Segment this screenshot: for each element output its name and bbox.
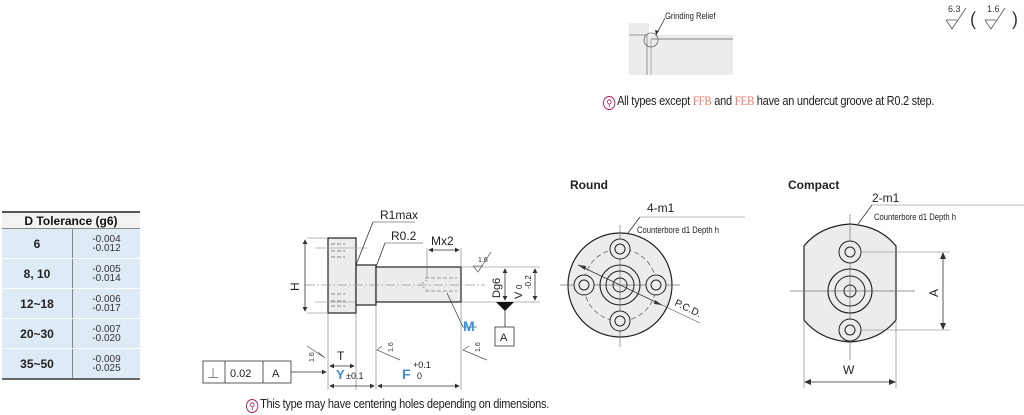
centering-note-text: This type may have centering holes depen…: [260, 397, 550, 411]
size-cell: 35~50: [2, 348, 73, 380]
tolerance-lower: -0.025: [92, 362, 121, 374]
counterbore-hole: [838, 318, 862, 342]
finish-value-top: 1.6: [478, 257, 488, 264]
centering-note: ⚲This type may have centering holes depe…: [246, 397, 549, 413]
undercut-note-prefix: All types except: [617, 94, 693, 108]
perpendicularity-icon: ⊥: [207, 365, 219, 381]
code-ffb: FFB: [692, 94, 712, 108]
dim-dg6: Dg6: [491, 278, 503, 298]
round-view-title: Round: [570, 178, 608, 192]
perpendicularity-datum: A: [272, 368, 280, 380]
size-cell: 8, 10: [2, 258, 73, 289]
finish-check-icon-main: [945, 7, 967, 30]
undercut-note-suffix: have an undercut groove at R0.2 step.: [754, 94, 935, 108]
finish-secondary-value: 1.6: [987, 4, 1000, 14]
d-tolerance-table: D Tolerance (g6) 6 -0.004-0.012 8, 10 -0…: [2, 211, 140, 380]
pcd-label: P.C.D.: [673, 298, 703, 320]
round-holes-label: 4-m1: [647, 201, 675, 215]
tolerance-upper: -0.006: [92, 293, 121, 305]
tolerance-cell: -0.005-0.014: [72, 258, 140, 289]
dim-w: W: [843, 363, 855, 377]
label-r1max: R1max: [380, 208, 418, 222]
counterbore-hole: [645, 274, 667, 296]
table-row: 20~30 -0.007-0.020: [2, 318, 140, 349]
grinding-relief-label: Grinding Relief: [665, 10, 716, 21]
table-row: 12~18 -0.006-0.017: [2, 288, 140, 319]
dim-y-tol: ±0.1: [346, 371, 363, 381]
table-row: 35~50 -0.009-0.025: [2, 348, 140, 380]
label-mx2: Mx2: [431, 234, 454, 248]
dim-f: F: [402, 366, 411, 382]
dim-v-tol-lower: -0.2: [524, 275, 533, 289]
finish-value-right: 1.6: [475, 342, 482, 352]
tolerance-cell: -0.007-0.020: [72, 318, 140, 349]
datum-a-label: A: [500, 332, 508, 344]
tolerance-lower: -0.020: [92, 332, 121, 344]
perpendicularity-value: 0.02: [230, 368, 251, 380]
compact-holes-label: 2-m1: [872, 191, 900, 205]
label-m: M: [463, 318, 475, 334]
size-cell: 6: [2, 228, 73, 259]
compact-view-title: Compact: [788, 178, 840, 192]
datum-triangle: [496, 302, 514, 311]
undercut-note-mid: and: [711, 94, 735, 108]
table-header: D Tolerance (g6): [2, 211, 140, 229]
warning-pin-icon: ⚲: [246, 399, 259, 413]
tolerance-cell: -0.009-0.025: [72, 348, 140, 380]
datum-a-box: [494, 326, 515, 347]
tolerance-lower: -0.014: [92, 272, 121, 284]
dim-h: H: [288, 282, 302, 291]
label-r02: R0.2: [391, 229, 417, 243]
tolerance-lower: -0.012: [92, 242, 121, 254]
table-row: 8, 10 -0.005-0.014: [2, 258, 140, 289]
dim-f-tol-upper: +0.1: [413, 360, 431, 370]
code-feb: FEB: [734, 94, 755, 108]
shaft-body: [375, 266, 462, 303]
counterbore-hole: [573, 274, 595, 296]
size-cell: 12~18: [2, 288, 73, 319]
counterbore-hole: [838, 240, 862, 264]
round-counterbore-label: Counterbore d1 Depth h: [637, 224, 719, 235]
dim-y: Y: [336, 367, 345, 382]
side-view-drawing: H R1max R0.2 Mx2 1.6 Dg6 V 0 -0.2 A M T …: [202, 208, 540, 390]
finish-check-icon-secondary: [984, 7, 1006, 30]
tolerance-lower: -0.017: [92, 302, 121, 314]
finish-value-mid: 1.6: [388, 342, 395, 352]
dim-a: A: [927, 289, 941, 297]
size-cell: 20~30: [2, 318, 73, 349]
warning-pin-icon: ⚲: [603, 96, 616, 110]
finish-open-paren: (: [970, 9, 976, 29]
compact-view-drawing: A W 2-m1 Counterbore d1 Depth h: [790, 191, 1024, 388]
tolerance-cell: -0.006-0.017: [72, 288, 140, 319]
tolerance-upper: -0.009: [92, 353, 121, 365]
tolerance-upper: -0.005: [92, 263, 121, 275]
surface-finish-symbol: 6.3 ( 1.6 ): [945, 4, 1018, 30]
undercut-note: ⚲All types except FFB and FEB have an un…: [603, 94, 934, 110]
counterbore-hole: [609, 238, 631, 260]
dim-t: T: [337, 349, 345, 363]
grinding-relief-circle: [643, 32, 659, 48]
tolerance-upper: -0.007: [92, 323, 121, 335]
finish-close-paren: ): [1012, 9, 1018, 29]
dim-v-tol-upper: 0: [515, 284, 524, 289]
finish-value-left: 1.6: [309, 352, 316, 362]
round-view-drawing: P.C.D. 4-m1 Counterbore d1 Depth h: [560, 201, 745, 347]
grinding-relief-detail: Grinding Relief: [629, 10, 733, 75]
finish-main-value: 6.3: [948, 4, 961, 14]
table-row: 6 -0.004-0.012: [2, 228, 140, 259]
dim-f-tol-lower: 0: [417, 371, 422, 381]
compact-counterbore-label: Counterbore d1 Depth h: [874, 211, 956, 222]
counterbore-hole: [609, 310, 631, 332]
tolerance-cell: -0.004-0.012: [72, 228, 140, 259]
dim-v: V: [513, 291, 525, 299]
tolerance-upper: -0.004: [92, 233, 121, 245]
